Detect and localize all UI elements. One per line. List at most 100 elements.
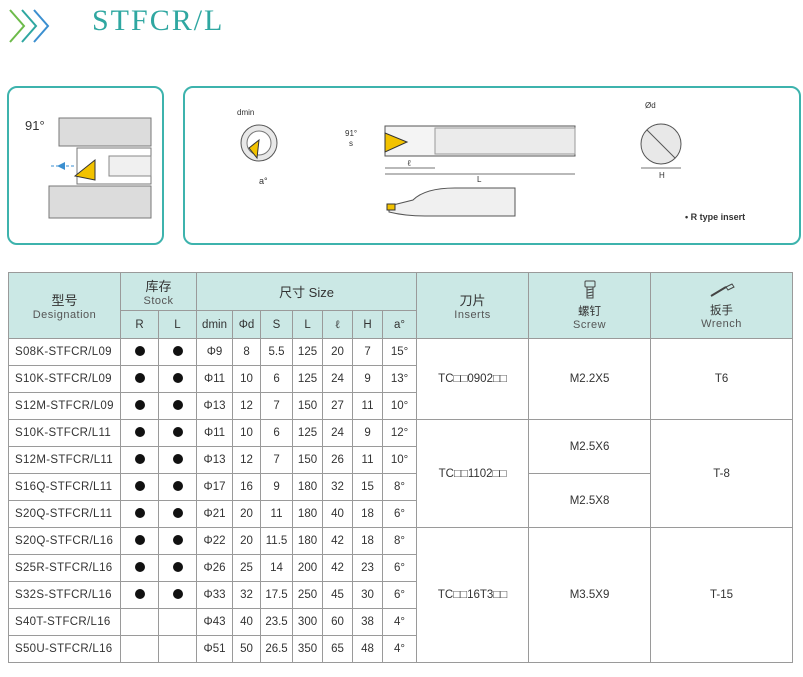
- stock-r-cell: [120, 554, 159, 582]
- approach-angle-label: 91°: [345, 129, 357, 138]
- in-stock-dot: [172, 507, 183, 518]
- stock-l-cell: [157, 554, 198, 582]
- inserts-header: 刀片 Inserts: [416, 272, 530, 339]
- in-stock-dot: [172, 453, 183, 464]
- stock-r-cell: [120, 392, 159, 420]
- dmin-cell: Φ13: [196, 446, 234, 474]
- boring-diagram-panel: 91°: [7, 86, 164, 245]
- d-cell: 12: [232, 392, 262, 420]
- in-stock-dot: [172, 399, 183, 410]
- stock-l-cell: [157, 635, 198, 663]
- stock-r-cell: [120, 473, 159, 501]
- stock-l-cell: [157, 338, 198, 366]
- stock-header: 库存 Stock: [119, 272, 198, 311]
- ell-cell: 42: [322, 527, 354, 555]
- stock-r-cell: [120, 338, 159, 366]
- d-cell: 16: [232, 473, 262, 501]
- d-cell: 12: [232, 446, 262, 474]
- dmin-cell: Φ21: [196, 500, 234, 528]
- in-stock-dot: [134, 480, 145, 491]
- designation-cell: S08K-STFCR/L09: [8, 338, 121, 366]
- r-type-insert-note: • R type insert: [685, 212, 746, 222]
- L-cell: 200: [292, 554, 324, 582]
- angle-label: 91°: [25, 118, 45, 133]
- d-cell: 10: [232, 365, 262, 393]
- stock-r-cell: [120, 608, 159, 636]
- d-cell: 50: [232, 635, 262, 663]
- designation-cell: S50U-STFCR/L16: [8, 635, 121, 663]
- designation-cell: S10K-STFCR/L11: [8, 419, 121, 447]
- ell-cell: 45: [322, 581, 354, 609]
- dmin-cell: Φ51: [196, 635, 234, 663]
- dmin-cell: Φ9: [196, 338, 234, 366]
- s-cell: 11.5: [260, 527, 294, 555]
- dmin-cell: Φ22: [196, 527, 234, 555]
- a-cell: 13°: [382, 365, 418, 393]
- ell-cell: 60: [322, 608, 354, 636]
- dmin-cell: Φ26: [196, 554, 234, 582]
- in-stock-dot: [172, 588, 183, 599]
- designation-cell: S20Q-STFCR/L16: [8, 527, 121, 555]
- stock-l-cell: [157, 608, 198, 636]
- in-stock-dot: [172, 426, 183, 437]
- H-cell: 7: [352, 338, 384, 366]
- ell-cell: 42: [322, 554, 354, 582]
- designation-cell: S20Q-STFCR/L11: [8, 500, 121, 528]
- ell-cell: 24: [322, 365, 354, 393]
- designation-header: 型号 Designation: [8, 272, 121, 339]
- dimension-diagram-panel: dmin a° s 91° ℓ L Ød H • R type insert: [183, 86, 801, 245]
- wrench-cell: T6: [650, 338, 794, 420]
- a-cell: 6°: [382, 554, 418, 582]
- a-cell: 10°: [382, 446, 418, 474]
- L-cell: 125: [292, 338, 324, 366]
- dmin-cell: Φ33: [196, 581, 234, 609]
- H-cell: 48: [352, 635, 384, 663]
- insert-cell: TC□□1102□□: [416, 419, 530, 528]
- H-cell: 38: [352, 608, 384, 636]
- stock-l-cell: [157, 581, 198, 609]
- L-cell: 180: [292, 473, 324, 501]
- boring-bar-in-bore-drawing: [48, 117, 152, 219]
- L-dim-label: L: [477, 175, 482, 184]
- a-cell: 10°: [382, 392, 418, 420]
- L-cell: 125: [292, 365, 324, 393]
- stock-l-cell: [157, 365, 198, 393]
- d-cell: 20: [232, 500, 262, 528]
- in-stock-dot: [134, 453, 145, 464]
- screw-cell: M2.5X6: [528, 419, 652, 474]
- a-cell: 12°: [382, 419, 418, 447]
- stock-r-header: R: [120, 310, 159, 339]
- d-cell: 25: [232, 554, 262, 582]
- clearance-angle-label: a°: [259, 176, 268, 186]
- ell-cell: 26: [322, 446, 354, 474]
- d-header: Φd: [232, 310, 262, 339]
- H-cell: 11: [352, 446, 384, 474]
- insert-cell: TC□□0902□□: [416, 338, 530, 420]
- dmin-header: dmin: [196, 310, 234, 339]
- stock-l-cell: [157, 419, 198, 447]
- L-cell: 350: [292, 635, 324, 663]
- designation-cell: S25R-STFCR/L16: [8, 554, 121, 582]
- designation-cell: S12M-STFCR/L09: [8, 392, 121, 420]
- in-stock-dot: [172, 480, 183, 491]
- s-cell: 5.5: [260, 338, 294, 366]
- dmin-cell: Φ11: [196, 419, 234, 447]
- stock-r-cell: [120, 365, 159, 393]
- in-stock-dot: [134, 426, 145, 437]
- ell-cell: 20: [322, 338, 354, 366]
- H-cell: 30: [352, 581, 384, 609]
- a-cell: 15°: [382, 338, 418, 366]
- L-cell: 180: [292, 500, 324, 528]
- wrench-icon: [710, 283, 735, 297]
- L-cell: 250: [292, 581, 324, 609]
- a-cell: 4°: [382, 608, 418, 636]
- screw-icon: [584, 280, 596, 299]
- tool-dimension-drawing: dmin a° s 91° ℓ L Ød H: [237, 101, 682, 217]
- dmin-cell: Φ17: [196, 473, 234, 501]
